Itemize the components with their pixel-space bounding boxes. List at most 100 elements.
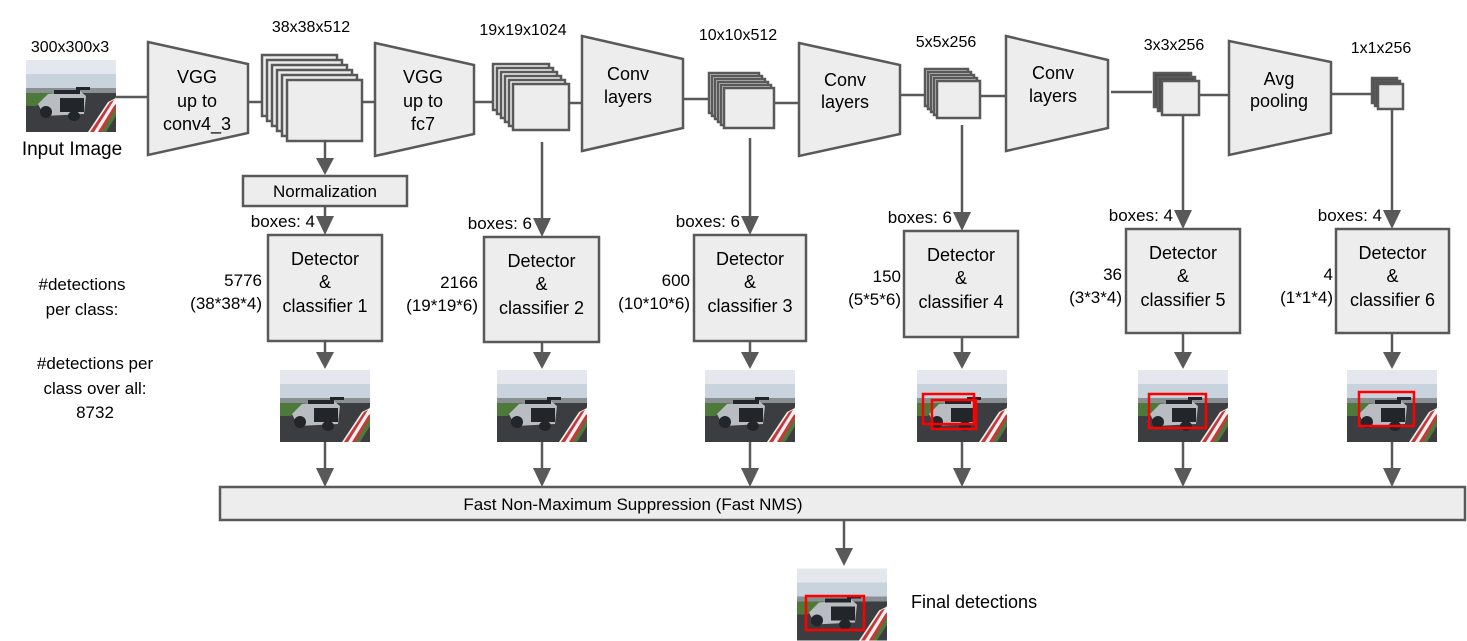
block-label: fc7 [411,114,435,134]
block-label: up to [403,91,443,111]
detection-box [930,398,978,431]
label-line: #detections [39,275,126,294]
detection-count: 5776 [224,271,262,290]
detection-formula: (38*38*4) [190,294,262,313]
detector-columns: boxes: 4 Detector & classifier 1 5776 (38*38*… [190,109,1451,487]
block-label: up to [177,91,217,111]
feature-map-stack-5 [1152,71,1201,117]
detector-title: Detector [291,249,359,269]
boxes-label: boxes: 6 [468,214,532,233]
feature-map-dims: 5x5x256 [916,34,977,51]
detector-amp: & [1386,266,1398,286]
classifier-name: classifier 4 [918,292,1003,312]
feature-map-layer [1376,82,1405,111]
detection-output-image [1347,370,1437,442]
arrow-down-icon [741,216,759,235]
arrow-down-icon [1174,468,1192,487]
arrow-down-icon [741,352,759,369]
nms-label: Fast Non-Maximum Suppression (Fast NMS) [463,495,802,514]
detector-amp: & [1177,266,1189,286]
detector-title: Detector [716,249,784,269]
feature-map-stack-6 [1370,76,1405,111]
input-image [26,60,116,132]
classifier-name: classifier 5 [1140,290,1225,310]
boxes-label: boxes: 4 [1109,206,1173,225]
block-label: Conv [607,64,649,84]
detector-column-3: boxes: 6 Detector & classifier 3 600 (10*10*6… [618,138,808,487]
arrow-down-icon [1383,468,1401,487]
arrow-down-icon [316,216,334,235]
feature-map-stack-1 [260,53,364,143]
block-label: conv4_3 [163,114,231,135]
block-label: Avg [1264,69,1295,89]
classifier-name: classifier 1 [282,296,367,316]
block-label: pooling [1250,91,1308,111]
arrow-down-icon [1174,352,1192,369]
detection-box [804,594,866,632]
block-label: VGG [177,67,217,87]
detection-output-image [1138,370,1228,442]
normalization-label: Normalization [273,182,377,201]
detection-box [921,392,976,426]
feature-map-stack-2 [491,62,571,132]
detection-count: 150 [873,267,901,286]
detection-output-image [497,370,587,442]
feature-map-layer [511,82,571,132]
over-all-label: #detections per class over all: 8732 [37,354,154,422]
detection-output-image [917,370,1007,442]
detector-classifier-box [482,235,601,344]
feature-map-layer [935,79,982,120]
detector-amp: & [744,272,756,292]
block-label: layers [821,92,869,112]
input-size-label: 300x300x3 [31,39,109,56]
boxes-label: boxes: 6 [676,212,740,231]
arrow-down-icon [1174,210,1192,229]
detector-classifier-box [1334,227,1451,335]
detector-title: Detector [927,245,995,265]
block-conv-1: Conv layers [580,34,685,153]
block-vgg-conv4: VGG up to conv4_3 [146,40,250,157]
arrow-down-icon [316,352,334,369]
detection-formula: (10*10*6) [618,294,690,313]
detector-title: Detector [1149,243,1217,263]
arrow-down-icon [533,352,551,369]
feature-map-dims: 38x38x512 [272,19,350,36]
classifier-name: classifier 6 [1350,290,1435,310]
boxes-label: boxes: 4 [251,212,315,231]
detection-count: 600 [662,271,690,290]
arrow-down-icon [953,212,971,231]
block-label: layers [604,87,652,107]
feature-map-dims: 3x3x256 [1144,37,1205,54]
label-line: class over all: [44,379,147,398]
block-avg-pooling: Avg pooling [1227,39,1333,157]
block-label: Conv [1032,63,1074,83]
detection-box [1147,392,1208,430]
final-detections-label: Final detections [911,592,1037,612]
detector-amp: & [535,274,547,294]
arrow-down-icon [1383,352,1401,369]
arrow-down-icon [1383,210,1401,229]
feature-map-stack-3 [707,71,776,130]
detection-count: 2166 [440,273,478,292]
detector-classifier-box [1124,227,1242,335]
detection-count: 36 [1103,265,1122,284]
detector-classifier-box [266,233,384,343]
arrow-down-icon [953,468,971,487]
final-detection-image [797,568,887,641]
classifier-name: classifier 3 [707,296,792,316]
detection-formula: (5*5*6) [848,290,901,309]
detector-title: Detector [507,251,575,271]
detection-formula: (1*1*4) [1280,288,1333,307]
input-image-caption: Input Image [22,139,122,160]
feature-map-layer [1160,79,1201,117]
block-conv-2: Conv layers [797,41,902,158]
block-label: Conv [824,70,866,90]
detection-formula: (19*19*6) [406,296,478,315]
block-label: layers [1029,86,1077,106]
arrow-down-icon [533,468,551,487]
